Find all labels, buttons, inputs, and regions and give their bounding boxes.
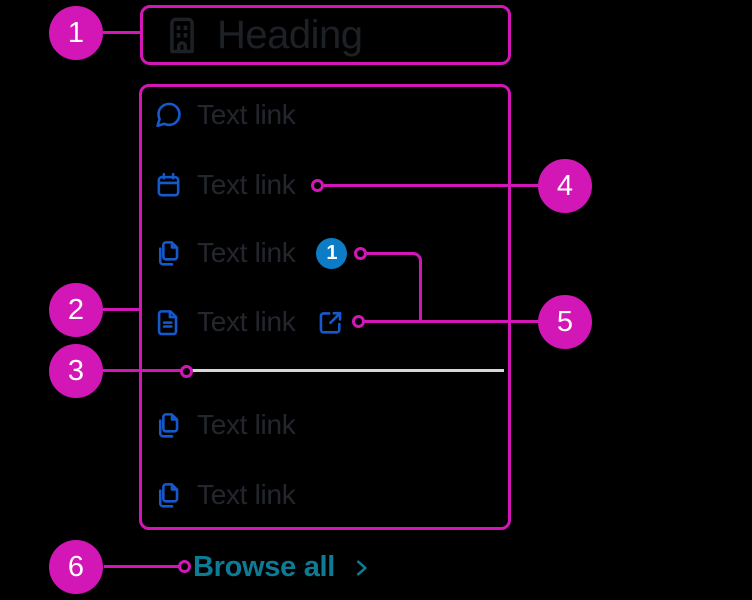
callout-number: 5 [556,305,574,338]
callout-line-6 [104,565,180,568]
callout-2: 2 [49,283,103,337]
callout-number: 4 [556,169,574,202]
browse-all-link[interactable]: Browse all [193,551,372,584]
callout-3: 3 [49,344,103,398]
callout-6: 6 [49,540,103,594]
menu-item-label: Text link [197,237,296,268]
heading-title: Heading [217,12,363,57]
menu-divider [189,369,504,372]
menu-item[interactable]: Text link [153,405,296,445]
menu-item-label: Text link [197,99,296,130]
menu-item[interactable]: Text link [153,302,346,342]
callout-line-5-elbow [367,252,422,322]
file-text-icon [153,307,184,338]
callout-4: 4 [538,159,592,213]
copy-icon [153,410,184,441]
menu-item[interactable]: Text link [153,95,296,135]
menu-item-label: Text link [197,169,296,200]
menu-item-label: Text link [197,409,296,440]
calendar-icon [153,170,184,201]
callout-1: 1 [49,6,103,60]
callout-ring-text-link [311,179,324,192]
copy-icon [153,480,184,511]
callout-line-2 [103,308,140,311]
external-link-icon [315,307,346,338]
heading-card: Heading [140,5,511,65]
callout-number: 6 [67,550,85,583]
menu-item[interactable]: Text link [153,475,296,515]
callout-number: 3 [67,354,85,387]
menu-item-label: Text link [197,306,296,337]
callout-line-5 [364,320,539,323]
chevron-right-icon [352,554,372,582]
building-icon [160,13,204,57]
callout-ring-divider [180,365,193,378]
callout-line-1 [103,31,141,34]
copy-icon [153,238,184,269]
callout-line-3 [103,369,181,372]
chat-icon [153,100,184,131]
callout-number: 2 [67,293,85,326]
menu-card: Text link Text link Text link 1 [139,84,511,530]
browse-all-label: Browse all [193,551,336,583]
callout-line-4 [324,184,539,187]
callout-number: 1 [67,16,85,49]
menu-item-label: Text link [197,479,296,510]
count-badge: 1 [316,237,348,269]
menu-item[interactable]: Text link [153,165,296,205]
callout-ring-badge [354,247,367,260]
callout-ring-browse-all [178,560,191,573]
callout-5: 5 [538,295,592,349]
menu-item[interactable]: Text link 1 [153,233,348,273]
callout-ring-external-link [352,315,365,328]
